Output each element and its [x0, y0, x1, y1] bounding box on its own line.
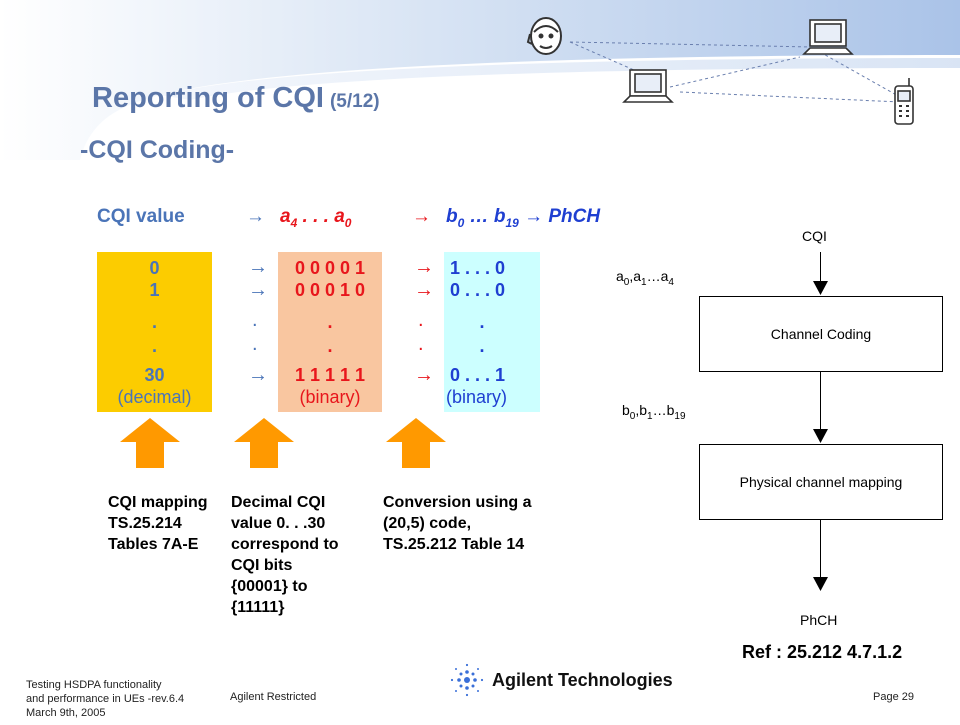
mobile-phone-icon [894, 78, 914, 125]
row-dot: . [418, 333, 424, 355]
header-arrow-2: → [412, 206, 431, 227]
arrowhead-down-icon [813, 281, 828, 295]
binary-value: 0 0 0 0 1 [294, 258, 366, 278]
title-index: (5/12) [329, 91, 380, 112]
company-name: Agilent Technologies [492, 670, 673, 690]
code-value: 0 . . . 1 [450, 365, 506, 385]
b-bits-header: b0 … b19 → PhCH [446, 206, 601, 230]
decimal-value: . [151, 312, 157, 332]
person-head-icon [526, 17, 562, 55]
binary-value: . [327, 336, 333, 356]
orange-up-arrow-icon [120, 418, 180, 468]
row-dot: . [252, 309, 258, 331]
decimal-value: 1 [149, 280, 160, 300]
flow-line [820, 371, 821, 431]
orange-up-arrow-icon [234, 418, 294, 468]
code-value: 1 . . . 0 [450, 258, 506, 278]
orange-up-arrow-icon [386, 418, 446, 468]
diagram-cqi-label: CQI [802, 228, 827, 244]
diagram-phch-label: PhCH [800, 612, 838, 628]
flow-line [820, 519, 821, 579]
binary-caption: (binary) [299, 387, 361, 407]
decimal-value: 30 [144, 365, 165, 385]
arrowhead-down-icon [813, 429, 828, 443]
physical-channel-mapping-box: Physical channel mapping [699, 444, 943, 520]
b-bits-label: b0,b1…b19 [622, 402, 686, 422]
code-value: 0 . . . 0 [450, 280, 506, 300]
row-arrow: → [414, 364, 434, 386]
row-dot: . [418, 309, 424, 331]
header-arrow-1: → [246, 206, 265, 227]
page-number: Page 29 [873, 691, 914, 703]
flow-line [820, 252, 821, 284]
decimal-caption: (decimal) [117, 387, 192, 407]
binary-value: 0 0 0 1 0 [294, 280, 366, 300]
dashed-links [569, 41, 901, 103]
binary-value: 1 1 1 1 1 [294, 365, 366, 385]
a-bits-label: a0,a1…a4 [616, 268, 674, 288]
note-conversion: Conversion using a(20,5) code,TS.25.212 … [383, 494, 532, 553]
reference-label: Ref : 25.212 4.7.1.2 [742, 642, 903, 662]
channel-coding-box: Channel Coding [699, 296, 943, 372]
row-arrow: → [414, 279, 434, 301]
binary-value: . [327, 312, 333, 332]
row-dot: . [252, 333, 258, 355]
arrowhead-down-icon [813, 577, 828, 591]
code-value: . [479, 312, 485, 332]
decimal-value: 0 [149, 258, 160, 278]
page-title: Reporting of CQI(5/12) [92, 82, 380, 114]
decimal-column [97, 252, 212, 412]
code-caption: (binary) [446, 387, 508, 407]
footer-doc-info: Testing HSDPA functionality and performa… [26, 679, 185, 719]
monitor-icon [802, 19, 854, 55]
page-subtitle: -CQI Coding- [80, 136, 235, 164]
a-bits-header: a4 . . . a0 [280, 206, 352, 230]
decimal-value: . [151, 336, 157, 356]
binary-column [278, 252, 382, 412]
row-arrow: → [248, 279, 268, 301]
cqi-value-header: CQI value [97, 206, 185, 227]
agilent-spark-logo [450, 663, 484, 697]
network-illustration [526, 17, 914, 125]
row-arrow: → [248, 364, 268, 386]
row-arrow: → [248, 256, 268, 278]
code-value: . [479, 336, 485, 356]
laptop-icon [622, 69, 674, 103]
footer-restricted: Agilent Restricted [230, 691, 317, 703]
header-banner [0, 0, 960, 160]
code-column [444, 252, 540, 412]
row-arrow: → [414, 256, 434, 278]
